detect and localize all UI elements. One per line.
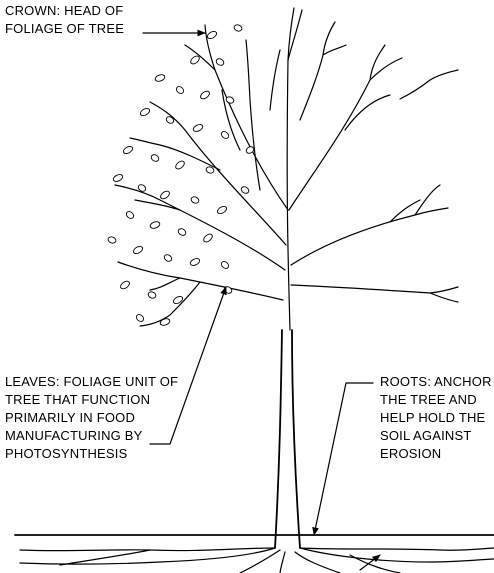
roots-label-line-4: SOIL AGAINST [380, 427, 492, 445]
roots-label-line-3: HELP HOLD THE [380, 409, 492, 427]
trunk [275, 330, 300, 548]
crown-label: CROWN: HEAD OF FOLIAGE OF TREE [5, 2, 124, 38]
leaves-label-line-3: PRIMARILY IN FOOD [5, 409, 178, 427]
foliage-leaves [107, 24, 255, 327]
roots-label-line-2: THE TREE AND [380, 391, 492, 409]
leaves-label-line-2: TREE THAT FUNCTION [5, 391, 178, 409]
crown-label-line-1: CROWN: HEAD OF [5, 2, 124, 20]
leaves-label-line-1: LEAVES: FOLIAGE UNIT OF [5, 373, 178, 391]
roots-label: ROOTS: ANCHOR THE TREE AND HELP HOLD THE… [380, 373, 492, 463]
leaves-label-line-5: PHOTOSYNTHESIS [5, 445, 178, 463]
roots-label-line-1: ROOTS: ANCHOR [380, 373, 492, 391]
leaves-label-line-4: MANUFACTURING BY [5, 427, 178, 445]
roots-arrow [360, 555, 380, 570]
branches [115, 8, 458, 330]
leaves-label: LEAVES: FOLIAGE UNIT OF TREE THAT FUNCTI… [5, 373, 178, 463]
roots-label-line-5: EROSION [380, 445, 492, 463]
roots [20, 548, 494, 573]
crown-label-line-2: FOLIAGE OF TREE [5, 20, 124, 38]
roots-leader-line [314, 383, 373, 535]
